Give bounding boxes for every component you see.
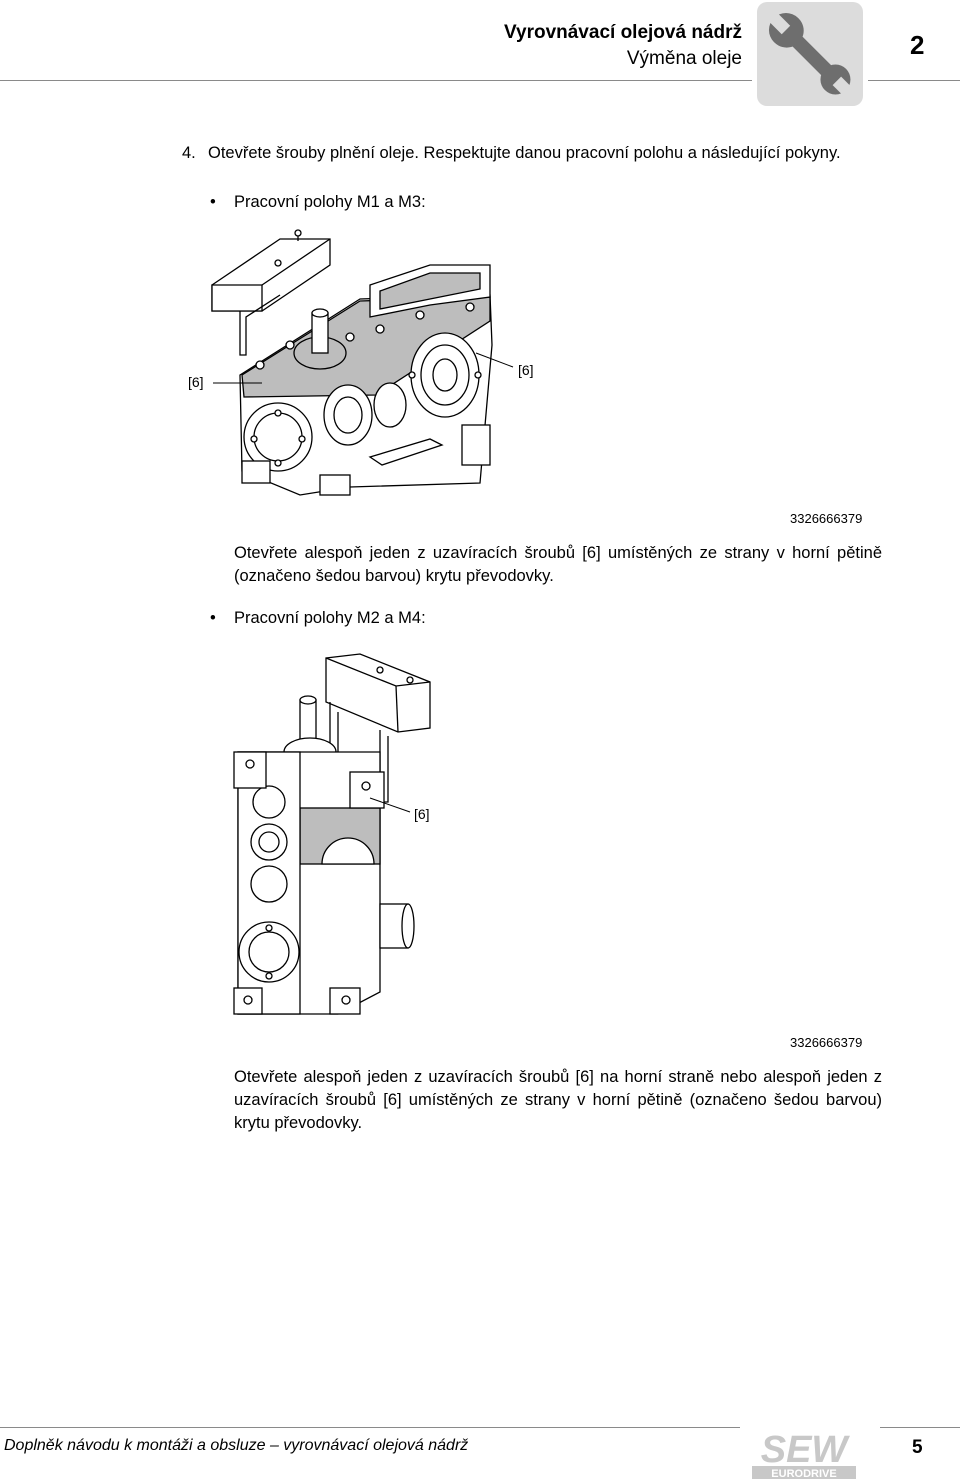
- footer-text: Doplněk návodu k montáži a obsluze – vyr…: [4, 1437, 469, 1454]
- callout-6-right: [6]: [518, 362, 534, 378]
- wrench-icon: [757, 2, 863, 106]
- chapter-number: 2: [910, 30, 925, 60]
- image-id-2: 3326666379: [790, 1035, 863, 1050]
- callout-6-m2-m4: [6]: [414, 806, 430, 822]
- sew-eurodrive-logo: SEW EURODRIVE: [748, 1428, 860, 1480]
- footer-divider: [0, 1427, 740, 1428]
- step-4: 4. Otevřete šrouby plnění oleje. Respekt…: [182, 142, 882, 165]
- bullet-label: Pracovní polohy M2 a M4:: [234, 609, 426, 627]
- section1-text: Otevřete alespoň jeden z uzavíracích šro…: [234, 544, 882, 585]
- footer-divider-right: [880, 1427, 960, 1428]
- bullet-label: Pracovní polohy M1 a M3:: [234, 193, 426, 211]
- logo-text: SEW: [761, 1429, 851, 1471]
- step-number: 4.: [182, 144, 196, 162]
- header-divider-right: [868, 80, 960, 81]
- bullet-m2-m4: • Pracovní polohy M2 a M4:: [210, 607, 426, 630]
- logo-subtext: EURODRIVE: [771, 1468, 836, 1479]
- callout-6-left: [6]: [188, 374, 204, 390]
- section2-text: Otevřete alespoň jeden z uzavíracích šro…: [234, 1068, 882, 1132]
- bullet-m1-m3: • Pracovní polohy M1 a M3:: [210, 191, 426, 214]
- gearbox-figure-m1-m3: [211, 229, 514, 496]
- image-id-1: 3326666379: [790, 511, 863, 526]
- header-title: Vyrovnávací olejová nádrž: [504, 22, 742, 43]
- step-text: Otevřete šrouby plnění oleje. Respektujt…: [208, 144, 841, 162]
- page-number: 5: [912, 1437, 923, 1458]
- header-divider: [0, 80, 752, 81]
- gearbox-figure-m2-m4: [233, 653, 431, 1015]
- header-subtitle: Výměna oleje: [626, 48, 742, 69]
- bullet-dot: •: [210, 609, 216, 627]
- bullet-dot: •: [210, 193, 216, 211]
